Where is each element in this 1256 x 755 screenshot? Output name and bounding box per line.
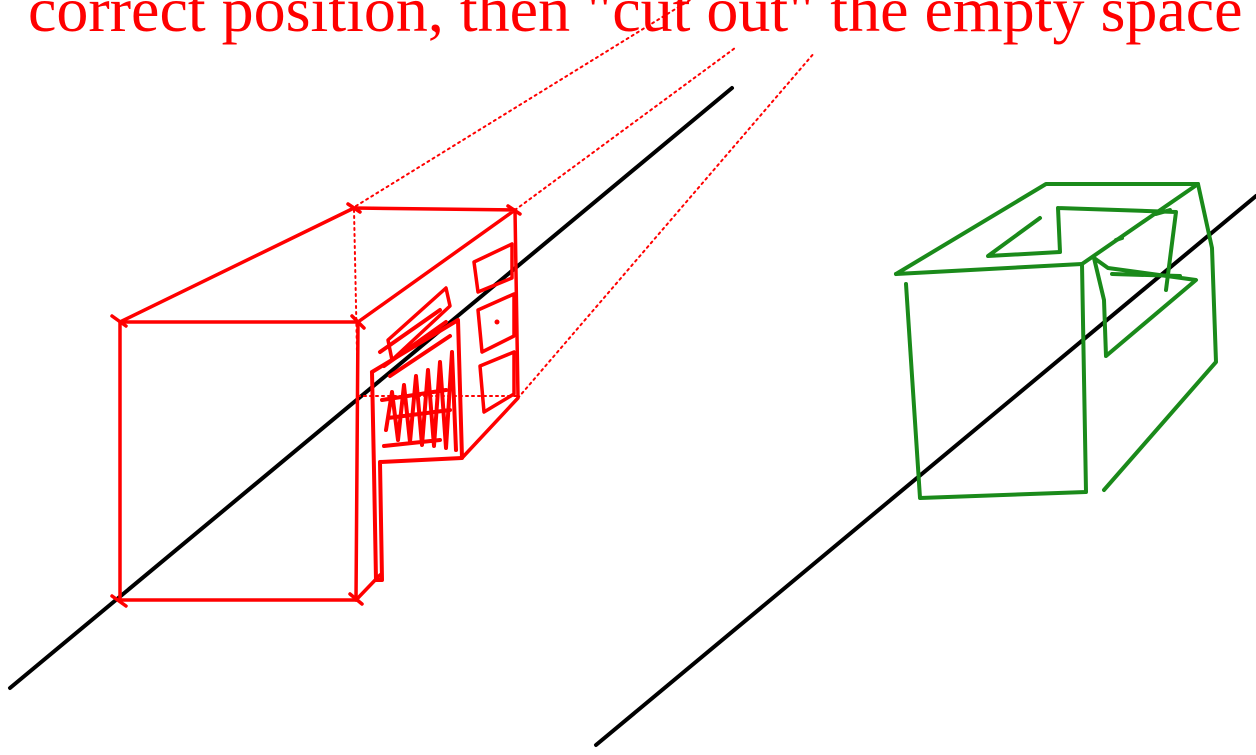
red-box-slot-2 xyxy=(476,292,516,354)
green-box xyxy=(894,182,1218,500)
vanishing-line-middle xyxy=(514,47,736,211)
right-ground-line xyxy=(594,194,1256,747)
red-box-slot-1 xyxy=(472,242,514,294)
red-box-cutout-outline xyxy=(370,318,464,582)
green-box-top-outline xyxy=(894,182,1200,276)
red-box-top-face xyxy=(118,206,517,324)
red-box-slot-dot xyxy=(494,319,500,325)
vanishing-line-bottom xyxy=(517,51,816,399)
red-box-right-edge xyxy=(460,208,520,460)
red-box-corner-marks xyxy=(110,202,522,608)
green-box-small-marks xyxy=(1114,208,1172,242)
red-box-scribble-top xyxy=(378,308,452,378)
green-box-right-side xyxy=(1102,182,1218,492)
red-box-cutout-edge xyxy=(386,286,452,362)
green-box-front-face xyxy=(894,262,1088,500)
red-box-hidden-vertical xyxy=(353,209,359,401)
red-box-front-face xyxy=(118,320,360,602)
caption-text: correct position, then "cut out" the emp… xyxy=(28,0,1243,45)
vanishing-line-top xyxy=(355,0,691,207)
green-box-cut-flap xyxy=(1092,256,1198,358)
red-box xyxy=(110,0,816,608)
green-box-inner-cut xyxy=(986,206,1178,292)
red-box-slot-3 xyxy=(478,350,516,414)
red-box-scribble-fill xyxy=(380,350,458,452)
